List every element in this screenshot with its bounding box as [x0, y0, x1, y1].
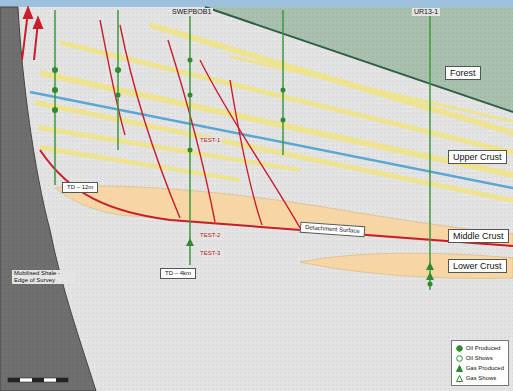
- legend: Oil ProducedOil ShowsGas ProducedGas Sho…: [451, 340, 509, 386]
- well-name: UR13-1: [412, 8, 440, 16]
- legend-symbol: [456, 365, 463, 372]
- legend-symbol: [456, 375, 463, 382]
- unit-label: Upper Crust: [448, 150, 507, 164]
- legend-text: Oil Produced: [466, 345, 501, 351]
- legend-row: Gas Produced: [456, 363, 504, 373]
- test-label: TEST-1: [198, 137, 222, 144]
- well-name: SWEPBOB1: [170, 8, 213, 16]
- unit-label: Lower Crust: [448, 259, 507, 273]
- legend-row: Oil Produced: [456, 343, 504, 353]
- unit-note: Mobilised Shale - Edge of Survey: [12, 270, 74, 284]
- test-label: TEST-3: [198, 250, 222, 257]
- depth-label: TD – 12m: [62, 182, 98, 193]
- depth-label: TD – 4km: [160, 268, 196, 279]
- legend-text: Gas Shows: [466, 375, 497, 381]
- legend-text: Gas Produced: [466, 365, 504, 371]
- legend-symbol: [456, 345, 463, 352]
- legend-text: Oil Shows: [466, 355, 493, 361]
- legend-row: Gas Shows: [456, 373, 504, 383]
- legend-row: Oil Shows: [456, 353, 504, 363]
- legend-symbol: [456, 355, 463, 362]
- unit-label: Middle Crust: [448, 229, 509, 243]
- unit-label: Forest: [445, 66, 481, 80]
- test-label: TEST-2: [198, 232, 222, 239]
